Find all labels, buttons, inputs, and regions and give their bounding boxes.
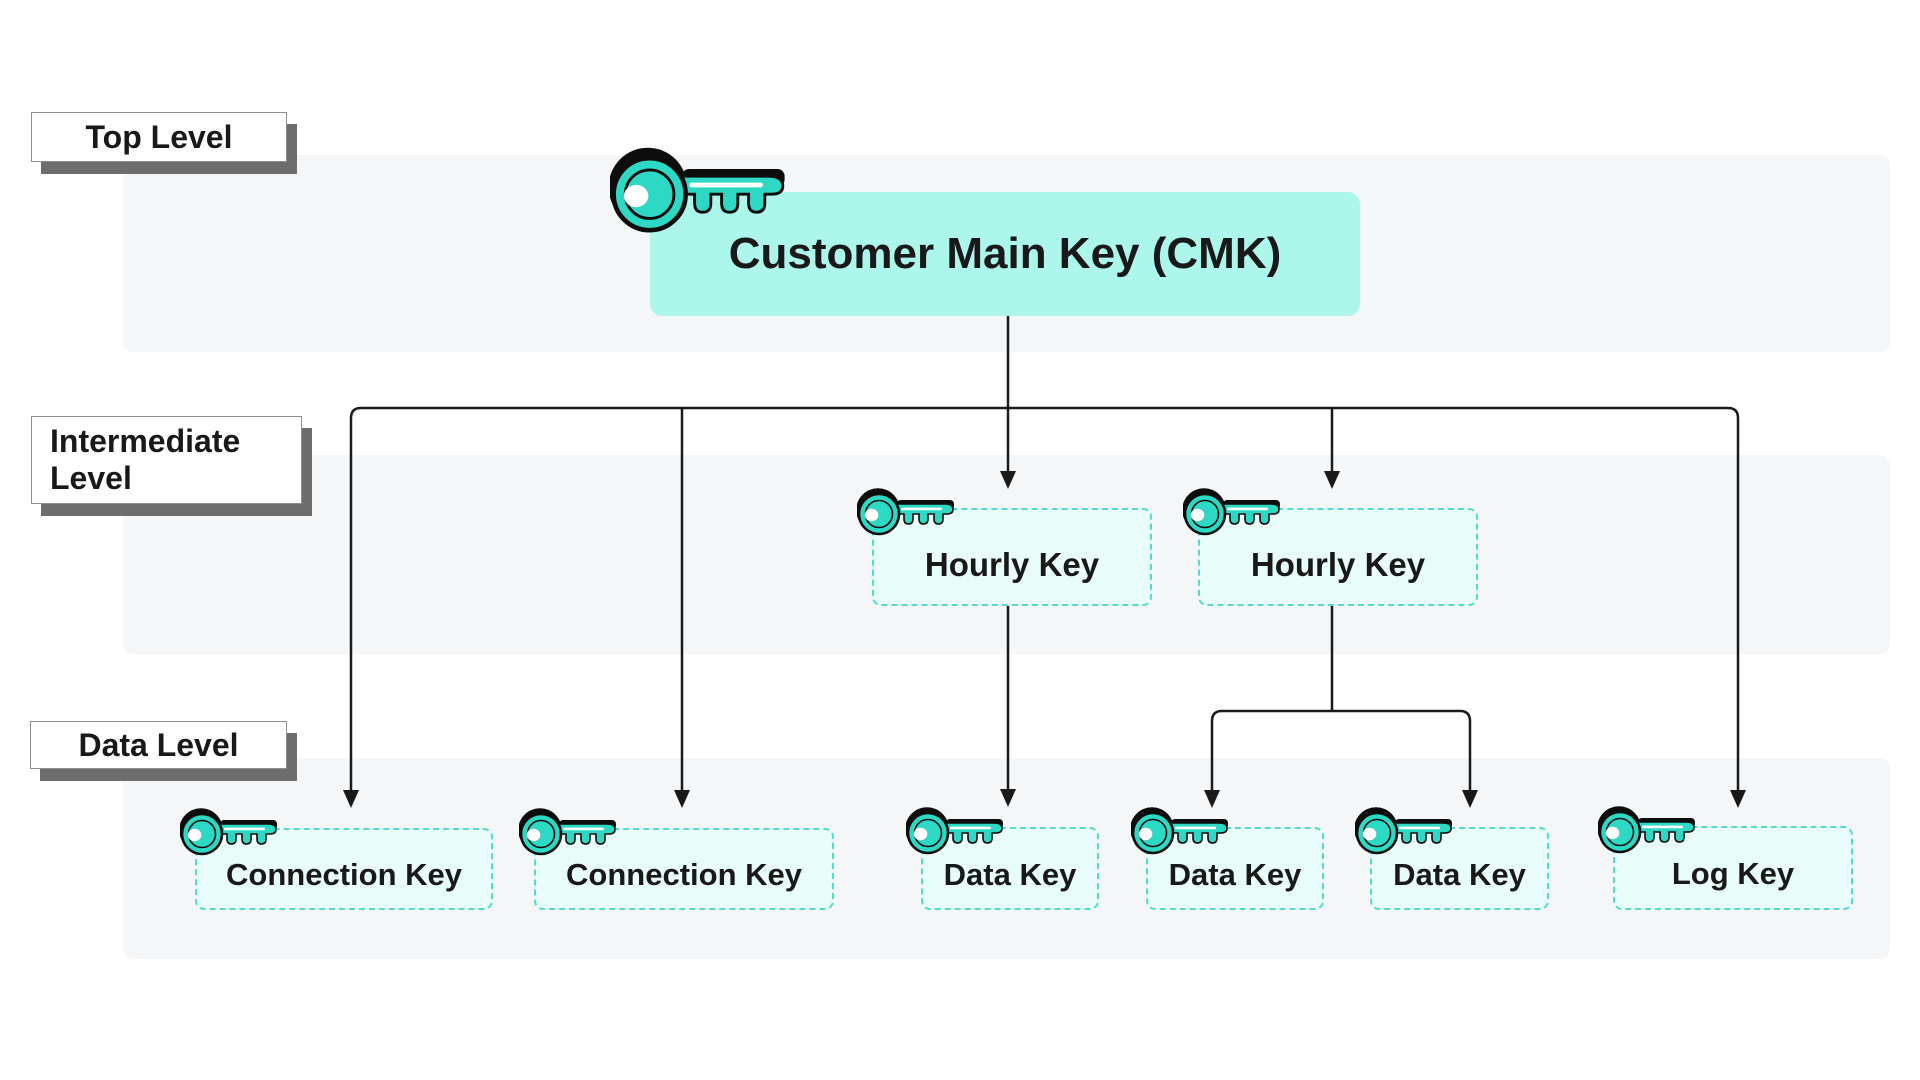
key-icon <box>1598 802 1698 854</box>
intermediate-level-label-line1: Intermediate <box>50 423 241 459</box>
data-level-label: Data Level <box>30 721 287 769</box>
node-data-key-1-label: Data Key <box>943 856 1077 892</box>
node-log-key: Log Key <box>1613 826 1853 910</box>
top-level-label: Top Level <box>31 112 287 162</box>
node-data-key-3-label: Data Key <box>1393 856 1526 892</box>
node-data-key-3: Data Key <box>1370 827 1549 910</box>
key-icon <box>1183 484 1283 536</box>
key-icon <box>1131 803 1231 855</box>
key-icon <box>610 140 790 234</box>
key-icon <box>519 804 619 856</box>
node-hourly-key-1: Hourly Key <box>872 508 1152 606</box>
node-hourly-key-1-label: Hourly Key <box>924 546 1100 583</box>
node-data-key-1: Data Key <box>921 827 1099 910</box>
node-data-key-2-label: Data Key <box>1168 856 1302 892</box>
node-data-key-2: Data Key <box>1146 827 1324 910</box>
node-connection-key-2-label: Connection Key <box>566 857 802 892</box>
node-connection-key-1-label: Connection Key <box>226 857 462 892</box>
key-icon <box>857 484 957 536</box>
data-level-label-text: Data Level <box>78 726 239 763</box>
node-customer-main-key-label: Customer Main Key (CMK) <box>728 229 1282 278</box>
node-customer-main-key: Customer Main Key (CMK) <box>650 192 1360 316</box>
node-hourly-key-2: Hourly Key <box>1198 508 1478 606</box>
top-level-label-text: Top Level <box>85 118 233 155</box>
node-hourly-key-2-label: Hourly Key <box>1250 546 1426 583</box>
node-log-key-label: Log Key <box>1671 856 1795 891</box>
key-icon <box>180 804 280 856</box>
key-icon <box>906 803 1006 855</box>
intermediate-level-label: Intermediate Level <box>31 416 302 504</box>
key-icon <box>1355 803 1455 855</box>
intermediate-level-label-line2: Level <box>50 460 132 496</box>
